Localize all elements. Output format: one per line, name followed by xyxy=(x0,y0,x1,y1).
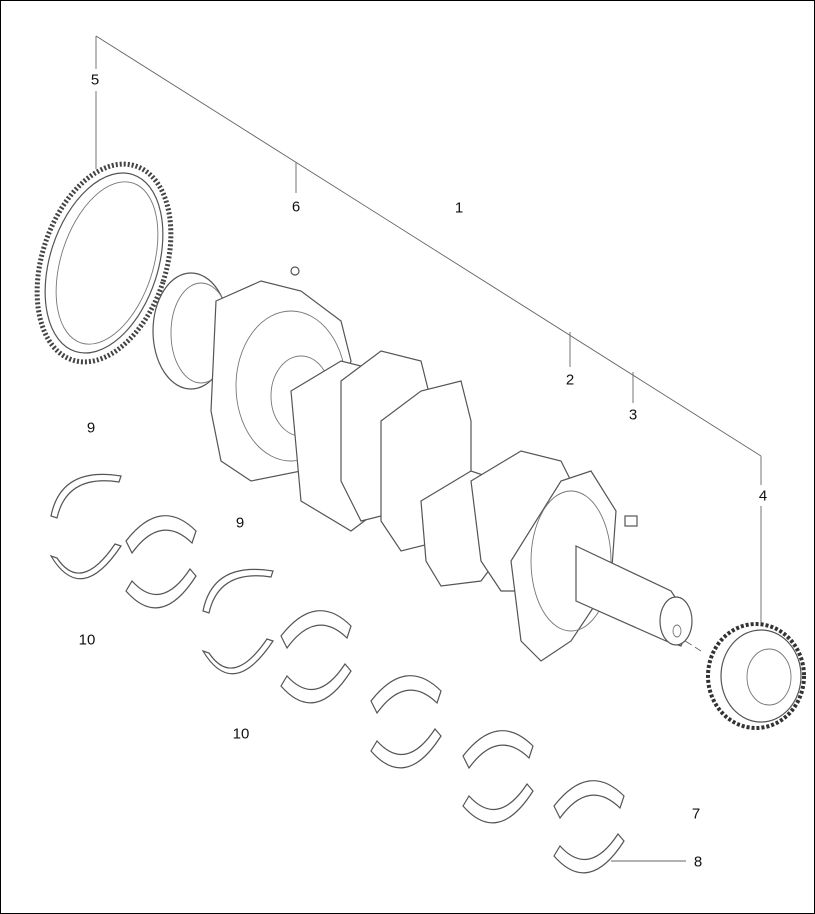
main-bearing-lower xyxy=(462,783,534,824)
main-bearing-upper xyxy=(280,610,352,650)
crankshaft xyxy=(152,266,693,662)
callout-2: 2 xyxy=(565,371,575,389)
main-bearing-lower xyxy=(553,833,625,874)
main-bearing-lower xyxy=(370,728,442,769)
main-bearing-upper xyxy=(553,780,625,820)
thrust-washer-upper xyxy=(202,568,274,614)
callout-9: 9 xyxy=(86,419,96,437)
callout-6: 6 xyxy=(291,198,301,216)
pin-icon xyxy=(290,266,300,276)
key-icon xyxy=(624,515,638,527)
callout-4: 4 xyxy=(758,487,768,505)
callout-1: 1 xyxy=(454,199,464,217)
callout-10: 10 xyxy=(232,725,250,743)
main-bearing-upper xyxy=(370,675,442,715)
main-bearing-lower xyxy=(125,568,197,609)
callout-3: 3 xyxy=(628,406,638,424)
thrust-washer-lower xyxy=(201,638,274,675)
callout-7: 7 xyxy=(691,805,701,823)
main-bearing-upper xyxy=(125,515,197,555)
thrust-washer-lower xyxy=(49,543,122,580)
crankshaft-sprocket xyxy=(706,622,806,730)
main-bearing-upper xyxy=(462,730,534,770)
thrust-washer-upper xyxy=(50,473,122,519)
callout-8: 8 xyxy=(693,853,703,871)
main-bearing-lower xyxy=(280,663,352,704)
bearings xyxy=(49,473,625,874)
callout-10: 10 xyxy=(78,631,96,649)
ring-gear xyxy=(34,161,174,365)
callout-9: 9 xyxy=(235,514,245,532)
callout-5: 5 xyxy=(90,71,100,89)
